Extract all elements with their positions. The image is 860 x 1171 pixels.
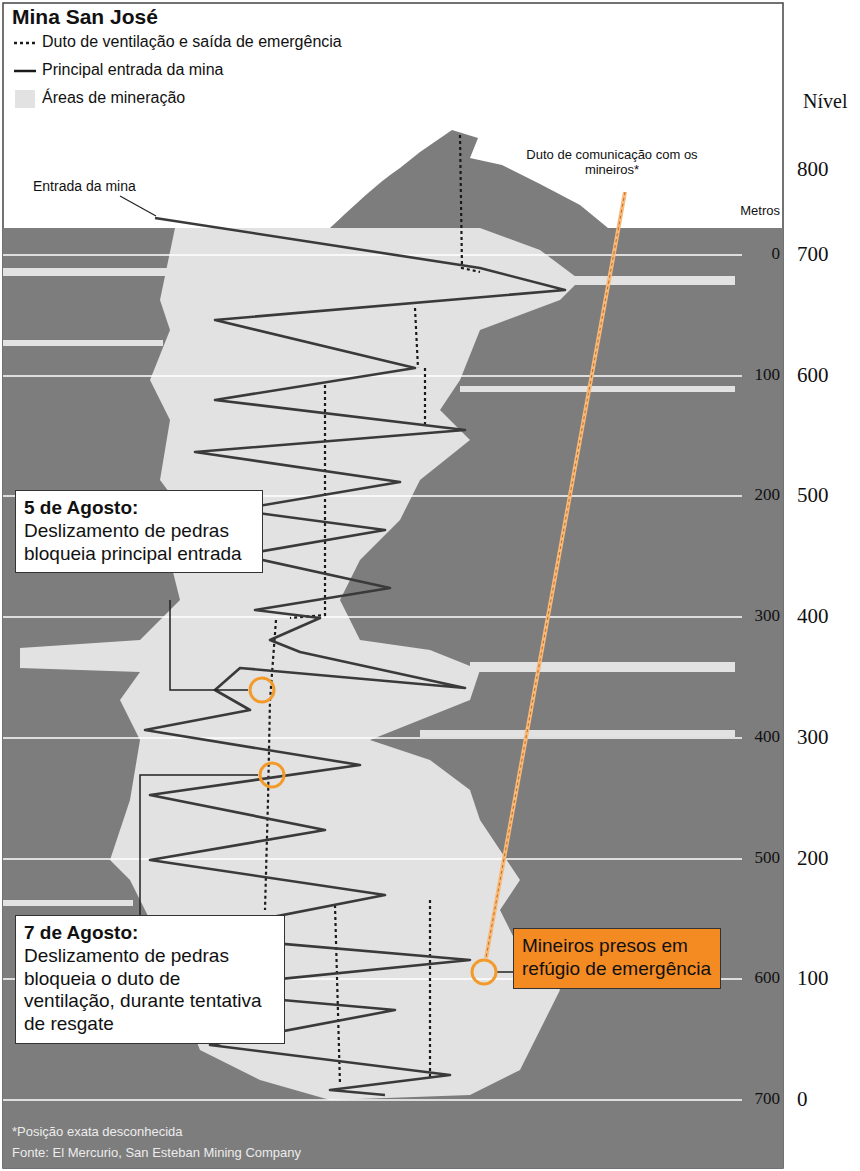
event-box: 7 de Agosto:Deslizamento de pedras bloqu… [15, 915, 285, 1044]
depth-number: 100 [755, 365, 781, 385]
incident-ring [260, 763, 284, 787]
vent-duct [290, 385, 325, 618]
event-box: 5 de Agosto:Deslizamento de pedras bloqu… [15, 490, 263, 573]
vent-duct [429, 900, 431, 1080]
level-number: 400 [797, 604, 829, 629]
level-number: 800 [797, 157, 829, 182]
communication-duct-core [486, 192, 625, 958]
place-label: Entrada da mina [33, 178, 136, 194]
legend-line-sample [12, 33, 38, 53]
legend-text: Duto de ventilação e saída de emergência [42, 33, 342, 51]
depth-number: 500 [755, 848, 781, 868]
leader-line [140, 775, 258, 935]
depth-number: 300 [755, 606, 781, 626]
diagram-title: Mina San José [12, 5, 158, 29]
mining-stripe [470, 662, 735, 672]
communication-duct [486, 192, 625, 958]
vent-duct [424, 368, 426, 425]
vent-duct [335, 905, 340, 1085]
vent-duct [415, 308, 418, 368]
level-number: 600 [797, 363, 829, 388]
entrance-leader [120, 196, 156, 216]
legend-line [14, 70, 36, 73]
depth-number: 200 [755, 485, 781, 505]
level-number: 700 [797, 242, 829, 267]
level-line [3, 254, 742, 256]
leader-line [170, 600, 248, 690]
footnote: *Posição exata desconhecida [12, 1124, 183, 1139]
footnote: Fonte: El Mercurio, San Esteban Mining C… [12, 1145, 301, 1160]
mining-stripe [3, 900, 133, 906]
incident-markers [250, 678, 496, 984]
depth-number: 600 [755, 968, 781, 988]
incident-ring [250, 678, 274, 702]
box-text: Deslizamento de pedras bloqueia principa… [24, 520, 254, 566]
incident-ring [472, 960, 496, 984]
level-number: 200 [797, 846, 829, 871]
depth-number: 400 [755, 727, 781, 747]
mining-stripe [3, 340, 163, 346]
legend-line-sample [12, 61, 38, 81]
mining-stripe [420, 730, 735, 737]
box-heading: 7 de Agosto: [24, 922, 276, 945]
ventilation-ducts [265, 135, 480, 1085]
level-number: 500 [797, 483, 829, 508]
axis-title: Nível [803, 90, 847, 113]
axis-title: Metros [740, 203, 780, 218]
level-line [3, 858, 742, 860]
frame [3, 3, 783, 1168]
level-number: 100 [797, 966, 829, 991]
level-number: 0 [797, 1087, 808, 1112]
legend-text: Principal entrada da mina [42, 61, 223, 79]
level-number: 300 [797, 725, 829, 750]
level-lines [3, 255, 742, 1100]
mining-stripe [3, 268, 175, 276]
level-line [3, 616, 742, 618]
box-text: Deslizamento de pedras bloqueia o duto d… [24, 945, 276, 1036]
refuge-box: Mineiros presos em refúgio de emergência [513, 928, 721, 989]
legend-swatch [15, 90, 35, 108]
box-text: Mineiros presos em refúgio de emergência [522, 935, 712, 981]
hill [330, 130, 608, 228]
box-heading: 5 de Agosto: [24, 497, 254, 520]
level-line [3, 737, 742, 739]
vent-duct [460, 135, 480, 272]
legend-text: Áreas de mineração [42, 89, 185, 107]
level-line [3, 1099, 742, 1101]
depth-number: 700 [755, 1089, 781, 1109]
mining-stripe [460, 386, 735, 392]
legend-line [14, 42, 36, 45]
rock [3, 228, 783, 1168]
depth-number: 0 [772, 244, 781, 264]
callout-label: Duto de comunicação com os mineiros* [522, 148, 702, 178]
